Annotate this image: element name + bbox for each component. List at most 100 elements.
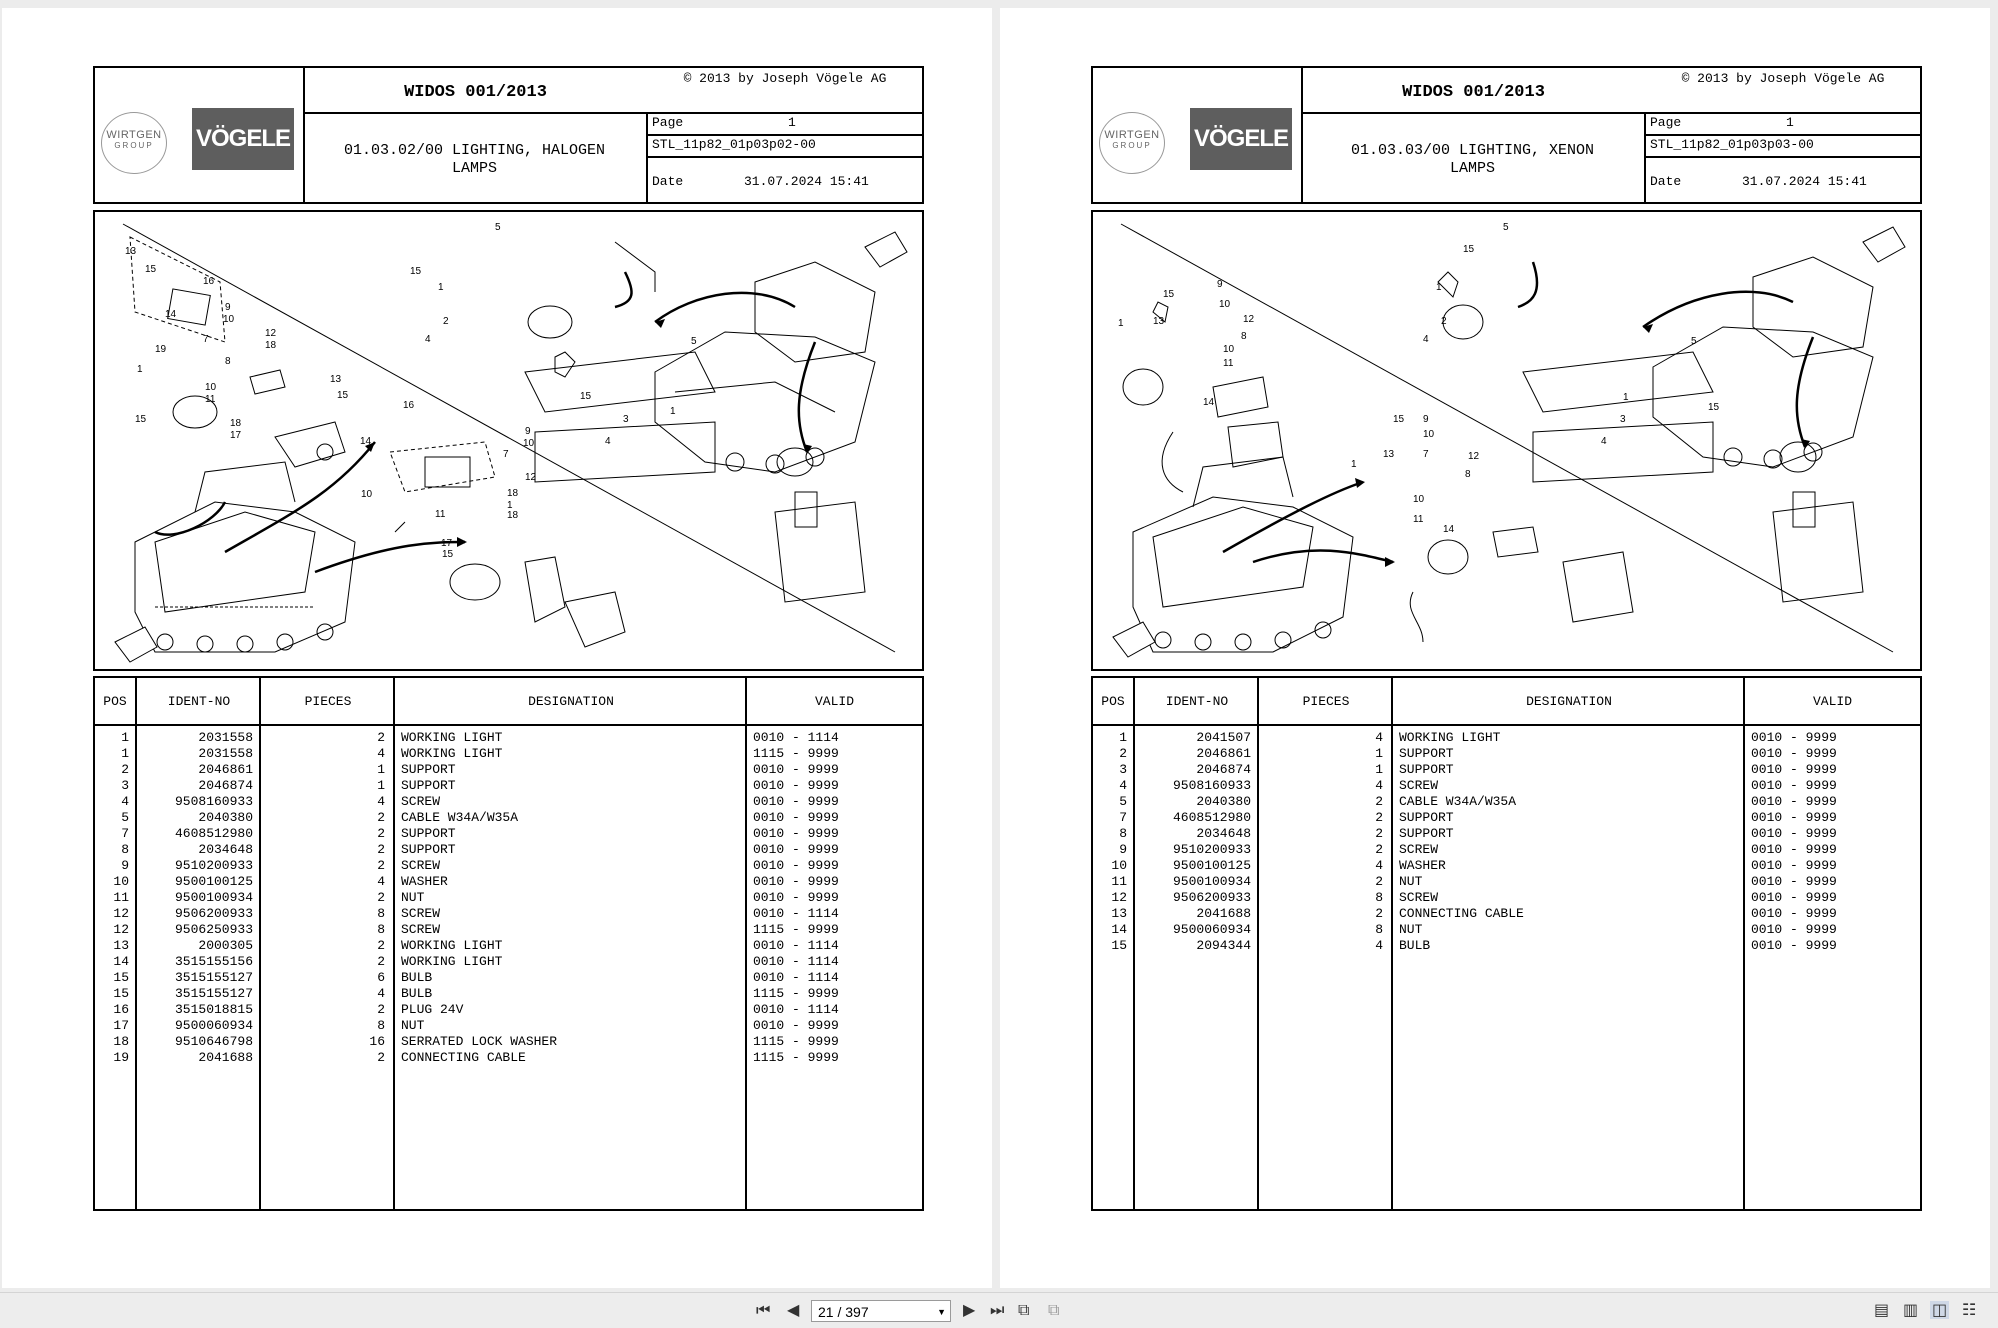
callout-number: 10 <box>523 438 535 449</box>
copyright-text: © 2013 by Joseph Vögele AG <box>1646 68 1920 114</box>
cell-pos: 15 <box>113 970 129 985</box>
section-title-line2: LAMPS <box>451 160 497 177</box>
cell-pos: 18 <box>113 1034 129 1049</box>
table-header-row: POS IDENT-NO PIECES DESIGNATION VALID <box>95 678 922 726</box>
callout-number: 13 <box>125 246 137 257</box>
cell-pieces: 2 <box>377 842 385 857</box>
cell-ident-no: 2040380 <box>198 810 253 825</box>
callout-number: 5 <box>495 222 501 233</box>
last-page-icon[interactable]: ⏭ <box>990 1300 1005 1319</box>
cell-designation: SUPPORT <box>401 842 456 857</box>
cell-valid: 1115 - 9999 <box>753 746 839 761</box>
cell-pieces: 4 <box>1375 778 1383 793</box>
callout-number: 18 <box>507 488 519 499</box>
cell-pieces: 8 <box>1375 922 1383 937</box>
cell-valid: 0010 - 9999 <box>1751 746 1837 761</box>
pdf-page-left: WIRTGEN GROUP VÖGELE WIDOS 001/2013 © 20… <box>2 8 992 1288</box>
cell-pos: 10 <box>113 874 129 889</box>
page-label: Page <box>1650 115 1682 130</box>
date-value: 31.07.2024 15:41 <box>744 174 869 189</box>
col-header-valid: VALID <box>814 694 854 709</box>
cell-pos: 4 <box>1119 778 1127 793</box>
cell-ident-no: 2046861 <box>1196 746 1251 761</box>
two-page-icon[interactable]: ◫ <box>1930 1300 1950 1319</box>
callout-number: 10 <box>1219 299 1231 310</box>
callout-number: 8 <box>225 356 231 367</box>
single-page-icon[interactable]: ▤ <box>1874 1300 1890 1319</box>
prev-page-icon[interactable]: ◀ <box>787 1300 800 1319</box>
callout-number: 4 <box>425 334 431 345</box>
two-page-continuous-icon[interactable]: ☷ <box>1962 1300 1977 1319</box>
cell-pos: 19 <box>113 1050 129 1065</box>
fit-width-icon[interactable]: ⧉ <box>1048 1300 1060 1319</box>
callout-number: 10 <box>1423 429 1435 440</box>
cell-designation: SUPPORT <box>1399 826 1454 841</box>
continuous-page-icon[interactable]: ▥ <box>1903 1300 1919 1319</box>
cell-pieces: 6 <box>377 970 385 985</box>
callout-number: 16 <box>203 276 215 287</box>
logo-cell: WIRTGEN GROUP VÖGELE <box>1093 68 1303 202</box>
cell-valid: 0010 - 9999 <box>1751 810 1837 825</box>
cell-pieces: 4 <box>377 746 385 761</box>
cell-pieces: 2 <box>1375 810 1383 825</box>
col-header-ident: IDENT-NO <box>167 694 231 709</box>
cell-valid: 0010 - 9999 <box>753 794 839 809</box>
col-header-pieces: PIECES <box>1302 694 1350 709</box>
callout-number: 15 <box>442 549 454 560</box>
cell-pieces: 4 <box>377 986 385 1001</box>
callout-number: 17 <box>230 430 242 441</box>
callout-number: 14 <box>360 436 372 447</box>
date-label: Date <box>1650 174 1682 189</box>
cell-valid: 0010 - 9999 <box>1751 874 1837 889</box>
callout-number: 9 <box>525 426 531 437</box>
callout-number: 8 <box>1465 469 1471 480</box>
cell-pieces: 16 <box>369 1034 385 1049</box>
cell-ident-no: 3515155127 <box>174 970 253 985</box>
cell-designation: SUPPORT <box>1399 762 1454 777</box>
cell-ident-no: 4608512980 <box>174 826 253 841</box>
fit-page-icon[interactable]: ⧉ <box>1018 1300 1030 1319</box>
page-header: WIRTGEN GROUP VÖGELE WIDOS 001/2013 © 20… <box>1091 66 1922 204</box>
callout-number: 10 <box>1413 494 1425 505</box>
doc-id-row: STL_11p82_01p03p02-00 <box>648 134 922 158</box>
cell-ident-no: 2034648 <box>1196 826 1251 841</box>
cell-pos: 11 <box>113 890 129 905</box>
cell-designation: WASHER <box>401 874 448 889</box>
column-divider <box>393 678 395 1209</box>
cell-pieces: 2 <box>1375 826 1383 841</box>
column-divider <box>1257 678 1259 1209</box>
cell-valid: 0010 - 9999 <box>753 890 839 905</box>
cell-pos: 8 <box>1119 826 1127 841</box>
first-page-icon[interactable]: ⏮ <box>756 1300 771 1319</box>
cell-valid: 1115 - 9999 <box>753 1034 839 1049</box>
cell-ident-no: 9508160933 <box>174 794 253 809</box>
callout-number: 11 <box>435 509 446 520</box>
cell-pieces: 2 <box>1375 874 1383 889</box>
chevron-down-icon[interactable]: ▼ <box>937 1307 946 1317</box>
page-number-field[interactable]: 21 / 397 ▼ <box>811 1300 951 1322</box>
cell-designation: CONNECTING CABLE <box>1399 906 1524 921</box>
cell-designation: NUT <box>1399 922 1423 937</box>
page-value: 1 <box>788 115 796 130</box>
column-divider <box>1391 678 1393 1209</box>
callout-number: 14 <box>165 309 177 320</box>
cell-ident-no: 9506200933 <box>1172 890 1251 905</box>
cell-valid: 0010 - 9999 <box>1751 794 1837 809</box>
cell-valid: 1115 - 9999 <box>753 1050 839 1065</box>
col-header-designation: DESIGNATION <box>1526 694 1612 709</box>
next-page-icon[interactable]: ▶ <box>963 1300 976 1319</box>
callout-number: 5 <box>1691 336 1697 347</box>
column-divider <box>135 678 137 1209</box>
